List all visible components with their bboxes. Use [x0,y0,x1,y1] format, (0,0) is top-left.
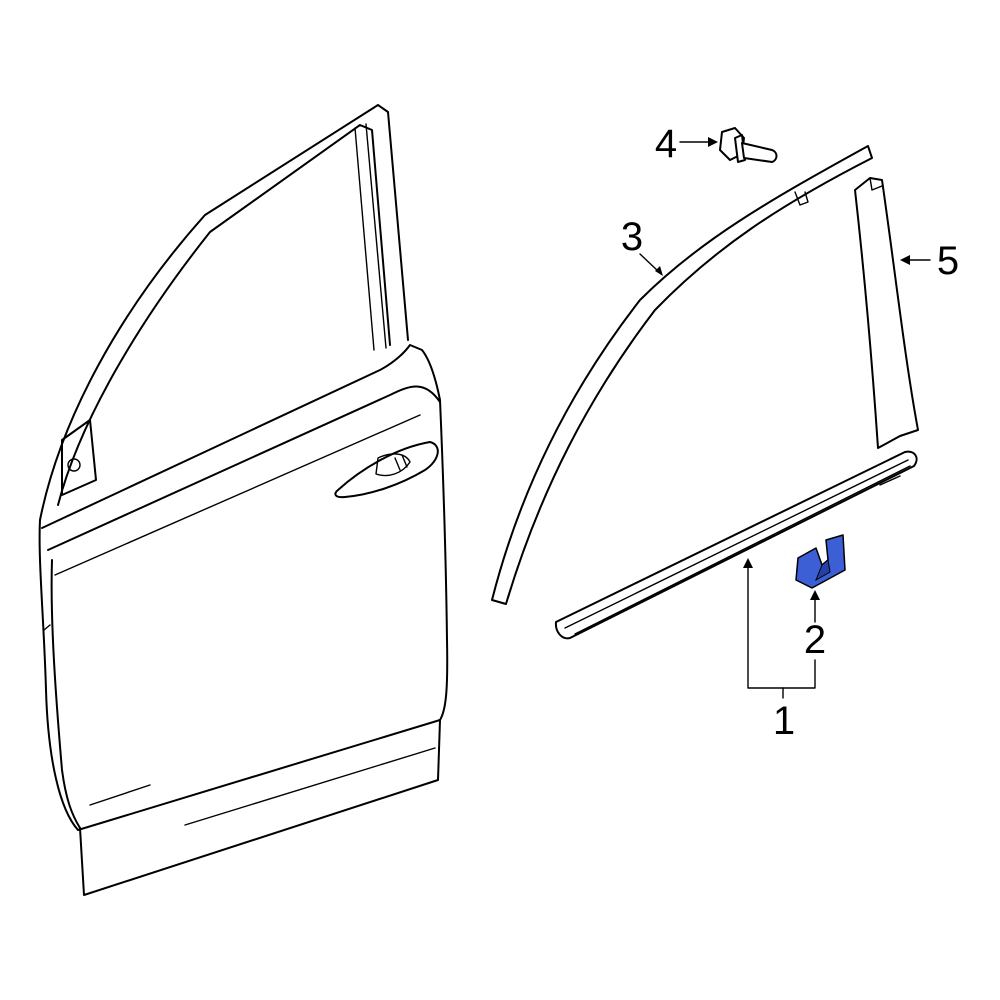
part-1-belt-molding [554,450,918,640]
arrow-head-5 [900,255,910,265]
callout-4: 4 [655,122,677,166]
arrow-head-4 [708,137,718,147]
callout-5: 5 [937,239,959,283]
leader-lines [639,137,931,699]
part-4-bolt [719,127,778,163]
callout-2: 2 [804,618,826,662]
arrow-head-3 [655,266,663,276]
part-2-clip [795,534,846,589]
arrow-head-1 [743,558,753,568]
front-door [38,104,449,896]
part-3-frame-molding [491,145,873,605]
callout-3: 3 [621,215,643,259]
callout-1: 1 [773,699,795,743]
part-5-pillar-applique [854,177,919,449]
arrow-head-2 [810,590,820,600]
